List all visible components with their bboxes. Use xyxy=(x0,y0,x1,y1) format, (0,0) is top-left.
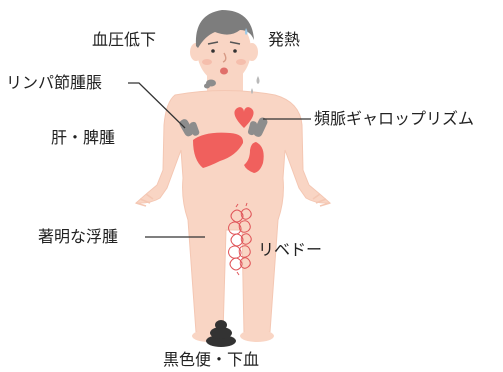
head xyxy=(190,10,260,94)
label-livedo: リベドー xyxy=(258,242,322,258)
body-silhouette xyxy=(136,72,330,342)
label-tachycardia: 頻脈ギャロップリズム xyxy=(314,111,474,127)
right-foot xyxy=(240,330,274,342)
sweat-drop-2 xyxy=(257,76,260,84)
mouth xyxy=(220,68,228,75)
label-hypotension: 血圧低下 xyxy=(92,32,156,48)
lymph-node-neck-2 xyxy=(204,84,210,89)
right-eye xyxy=(233,49,237,53)
label-hepatosplenomegaly: 肝・脾腫 xyxy=(51,130,115,146)
label-melena: 黒色便・下血 xyxy=(163,352,259,368)
left-cheek xyxy=(202,59,212,65)
right-cheek xyxy=(236,59,246,65)
label-edema: 著明な浮腫 xyxy=(38,229,118,245)
label-lymphadenopathy: リンパ節腫脹 xyxy=(6,75,102,91)
label-fever: 発熱 xyxy=(268,32,300,48)
left-eye xyxy=(211,49,215,53)
